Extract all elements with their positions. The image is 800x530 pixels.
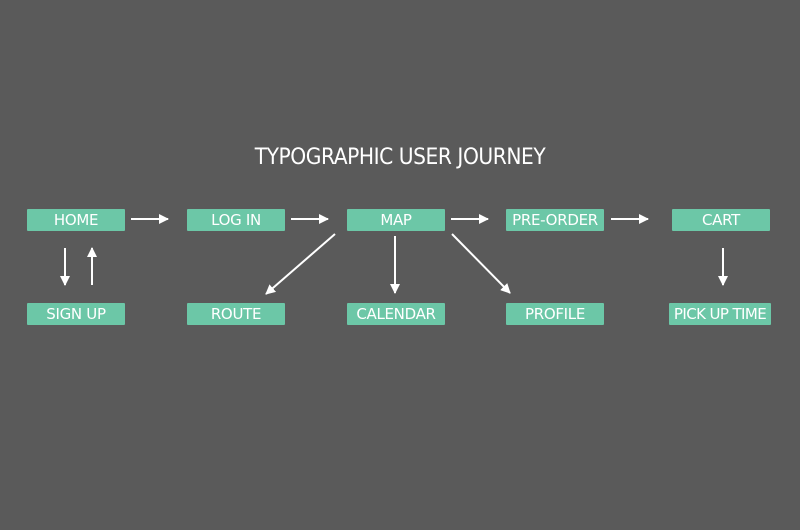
node-cart[interactable]: CART (672, 209, 770, 231)
node-profile[interactable]: PROFILE (506, 303, 604, 325)
node-route[interactable]: ROUTE (187, 303, 285, 325)
node-map[interactable]: MAP (347, 209, 445, 231)
diagram-title: TYPOGRAPHIC USER JOURNEY (254, 145, 546, 170)
arrow-map-to-route (265, 233, 336, 295)
arrow-map-to-profile (451, 233, 511, 294)
node-preorder[interactable]: PRE-ORDER (506, 209, 604, 231)
node-login[interactable]: LOG IN (187, 209, 285, 231)
node-signup[interactable]: SIGN UP (27, 303, 125, 325)
node-pickup-time[interactable]: PICK UP TIME (669, 303, 771, 325)
node-home[interactable]: HOME (27, 209, 125, 231)
node-calendar[interactable]: CALENDAR (347, 303, 445, 325)
